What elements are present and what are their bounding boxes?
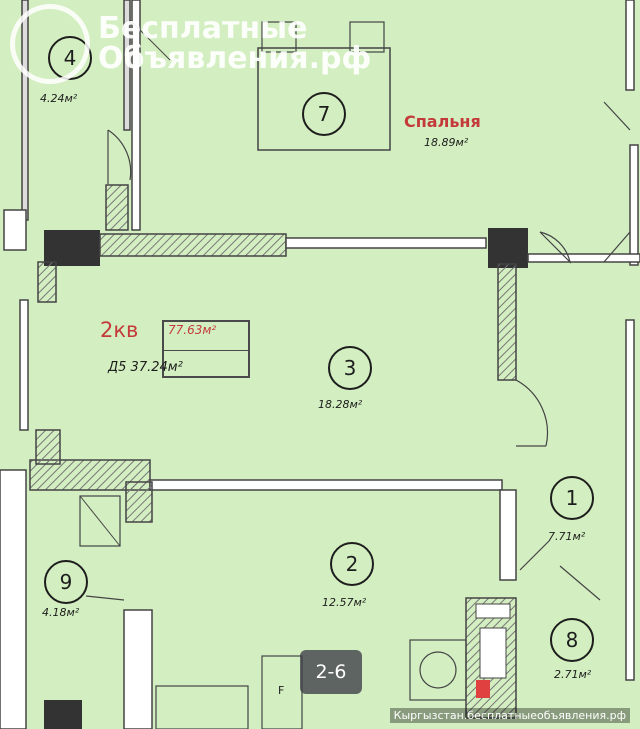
info-box-divider <box>164 350 248 351</box>
room-number: 2 <box>330 542 374 586</box>
watermark-line1: Бесплатные <box>98 11 308 46</box>
room-area: 18.28м² <box>318 398 363 411</box>
room-area: 12.57м² <box>322 596 367 609</box>
page-indicator[interactable]: 2-6 <box>300 650 362 694</box>
room-number: 1 <box>550 476 594 520</box>
room-area: 18.89м² <box>424 136 469 149</box>
apartment-info-box <box>162 320 250 378</box>
fridge-label: F <box>278 684 285 697</box>
room-number: 9 <box>44 560 88 604</box>
room-area: 7.71м² <box>548 530 586 543</box>
watermark-logo-icon <box>10 4 90 84</box>
room-area: 2.71м² <box>554 668 592 681</box>
watermark-text: Бесплатные Объявления.рф <box>98 14 371 74</box>
footer-url[interactable]: Кыргызстан.бесплатныеобъявления.рф <box>389 708 630 723</box>
total-area: 77.63м² <box>168 323 217 337</box>
watermark: Бесплатные Объявления.рф <box>10 4 371 84</box>
room-number: 3 <box>328 346 372 390</box>
watermark-line2: Объявления.рф <box>98 41 372 76</box>
room-area: 4.18м² <box>42 606 80 619</box>
apartment-type: 2кв <box>100 318 139 342</box>
room-number: 7 <box>302 92 346 136</box>
balcony-area: Д5 37.24м² <box>108 360 183 375</box>
room-number: 8 <box>550 618 594 662</box>
room-area: 4.24м² <box>40 92 78 105</box>
room-name: Спальня <box>404 112 481 131</box>
